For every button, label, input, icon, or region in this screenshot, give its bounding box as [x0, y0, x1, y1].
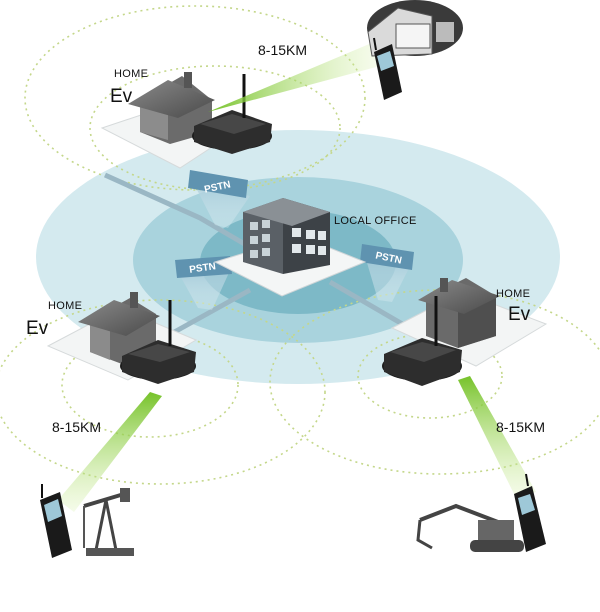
home-label-right: HOME	[496, 288, 531, 300]
house-left	[46, 292, 198, 384]
signal-beam-right	[458, 376, 536, 498]
pstn-connector-top: PSTN	[188, 170, 250, 228]
house-icon	[78, 292, 160, 364]
oil-pump-icon	[83, 488, 134, 556]
router-icon	[120, 300, 196, 384]
house-top	[100, 72, 272, 169]
ev-label-left: Ev	[26, 318, 49, 339]
warehouse-scene	[367, 0, 463, 57]
ev-label-right: Ev	[508, 304, 531, 325]
router-icon	[382, 296, 462, 386]
pstn-label: PSTN	[203, 179, 231, 195]
range-circle-top-outer	[24, 5, 366, 191]
signal-beam-left	[58, 392, 162, 512]
pstn-label: PSTN	[374, 250, 402, 266]
home-label-top: HOME	[114, 68, 149, 80]
signal-beam-top	[208, 42, 380, 112]
mobile-phone-icon	[40, 484, 72, 558]
router-icon	[192, 74, 272, 154]
warehouse-icon	[367, 7, 454, 57]
range-circles	[0, 5, 600, 485]
pstn-connector-right: PSTN	[360, 244, 414, 302]
pstn-line-top	[103, 172, 250, 249]
range-circle-left-outer	[0, 299, 326, 485]
pstn-connectors: PSTN PSTN PSTN	[175, 170, 414, 310]
range-circle-left-inner	[61, 332, 239, 438]
range-circle-right-inner	[357, 333, 503, 419]
mobile-phone-icon	[514, 473, 546, 552]
office-building-icon	[213, 198, 367, 297]
office-label: LOCAL OFFICE	[334, 215, 417, 227]
excavator-icon	[416, 503, 524, 552]
house-icon	[418, 278, 500, 348]
range-label-left: 8-15KM	[52, 419, 102, 435]
home-label-left: HOME	[48, 300, 83, 312]
ev-label-top: Ev	[110, 86, 133, 107]
range-label-right: 8-15KM	[496, 419, 546, 435]
pstn-label: PSTN	[189, 261, 217, 276]
mobile-phone-icon	[373, 37, 402, 100]
house-right	[382, 278, 548, 386]
range-label-top: 8-15KM	[258, 42, 308, 58]
